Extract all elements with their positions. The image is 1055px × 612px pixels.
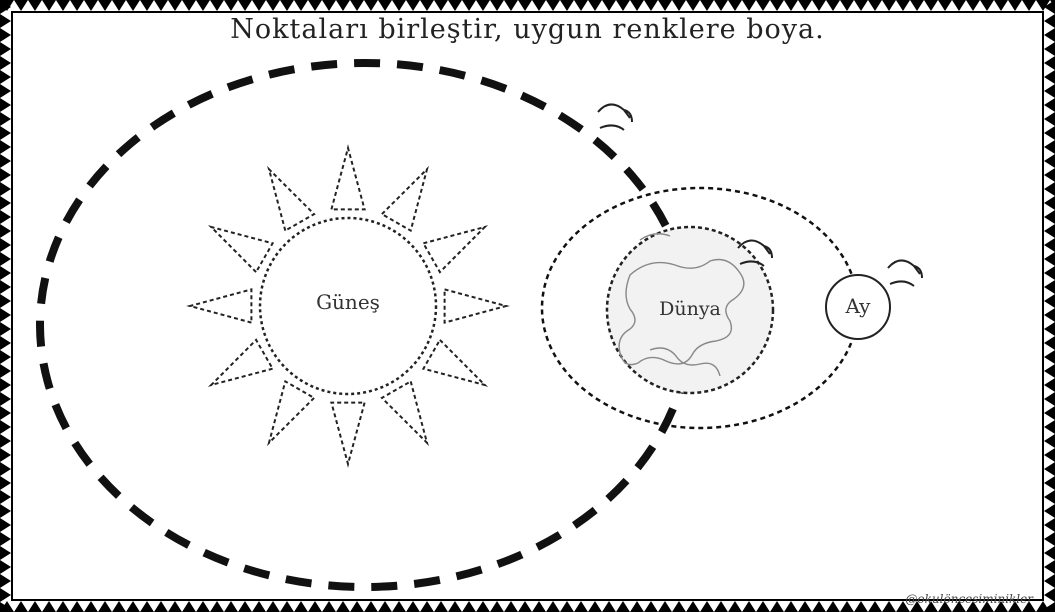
moon-label: Ay (832, 294, 884, 318)
credit-text: @okulöncesiminikler (905, 592, 1033, 606)
sun-label: Güneş (296, 290, 400, 314)
worksheet-title: Noktaları birleştir, uygun renklere boya… (0, 14, 1055, 45)
earth-label: Dünya (636, 298, 744, 320)
